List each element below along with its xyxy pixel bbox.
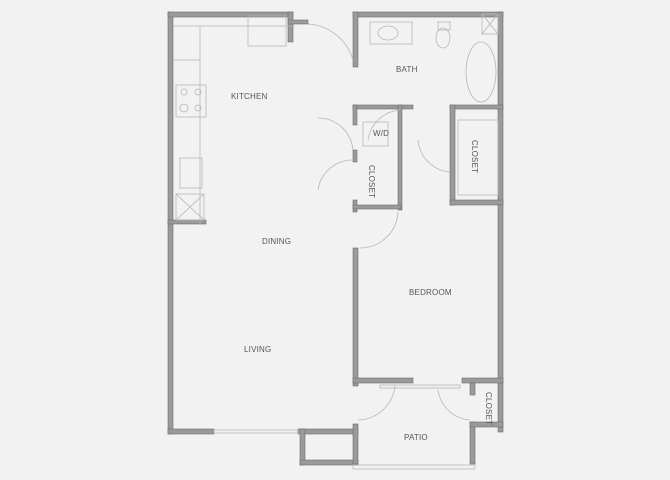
room-label-wd: W/D [373, 129, 390, 138]
room-label-closet-bedroom: CLOSET [470, 140, 479, 174]
room-label-living: LIVING [244, 345, 272, 354]
room-label-kitchen: KITCHEN [231, 92, 268, 101]
room-label-bath: BATH [396, 65, 418, 74]
room-label-closet-patio: CLOSET [484, 392, 493, 426]
room-label-bedroom: BEDROOM [409, 288, 452, 297]
room-label-patio: PATIO [404, 433, 428, 442]
room-label-dining: DINING [262, 237, 292, 246]
room-label-closet-hall: CLOSET [367, 165, 376, 199]
